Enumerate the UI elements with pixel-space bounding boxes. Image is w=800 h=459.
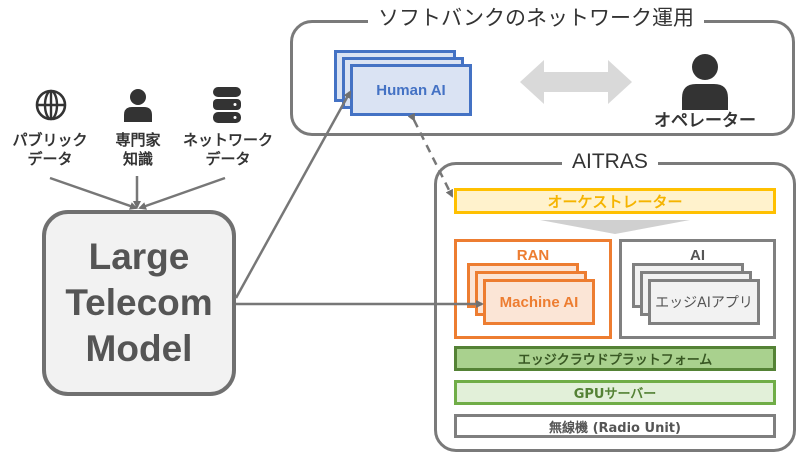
database-icon (212, 86, 242, 124)
large-telecom-model[interactable]: Large Telecom Model (42, 210, 236, 396)
ltm-line2: Telecom (65, 282, 213, 323)
edge-cloud-platform-bar[interactable]: エッジクラウドプラットフォーム (454, 346, 776, 371)
gpu-server-bar[interactable]: GPUサーバー (454, 380, 776, 405)
double-arrow-icon (520, 58, 632, 106)
source-label-line1: パブリック (12, 131, 88, 149)
source-network-data: ネットワーク データ (170, 131, 286, 169)
source-public-data: パブリック データ (0, 131, 100, 169)
operator-label: オペレーター (654, 111, 756, 131)
globe-icon (34, 88, 68, 122)
operator-icon (678, 52, 732, 110)
source-label-line2: データ (205, 150, 251, 168)
source-label-line1: 専門家 (115, 131, 161, 149)
orchestrator-bar[interactable]: オーケストレーター (454, 188, 776, 214)
arrow-network-data-to-ltm (138, 176, 226, 210)
human-ai-label: Human AI (376, 81, 446, 99)
source-label-line2: 知識 (122, 150, 153, 168)
radio-unit-bar[interactable]: 無線機 (Radio Unit) (454, 414, 776, 438)
ltm-line1: Large (88, 236, 190, 277)
machine-ai-label: Machine AI (499, 293, 579, 311)
arrow-public-data-to-ltm (49, 176, 138, 210)
operations-group-title: ソフトバンクのネットワーク運用 (368, 6, 705, 30)
ltm-line3: Model (85, 328, 193, 369)
human-ai-card[interactable]: Human AI (350, 64, 472, 116)
ai-title: AI (690, 247, 705, 264)
source-expert-knowledge: 専門家 知識 (100, 131, 176, 169)
aitras-group-title: AITRAS (562, 150, 658, 174)
machine-ai-card[interactable]: Machine AI (483, 279, 595, 325)
source-label-line1: ネットワーク (182, 131, 273, 149)
edge-ai-app-card[interactable]: エッジAIアプリ (648, 279, 760, 325)
person-icon (122, 88, 154, 122)
source-label-line2: データ (27, 150, 73, 168)
chevron-down-icon (540, 220, 690, 234)
ran-title: RAN (516, 247, 550, 264)
edge-ai-app-label: エッジAIアプリ (655, 295, 753, 311)
